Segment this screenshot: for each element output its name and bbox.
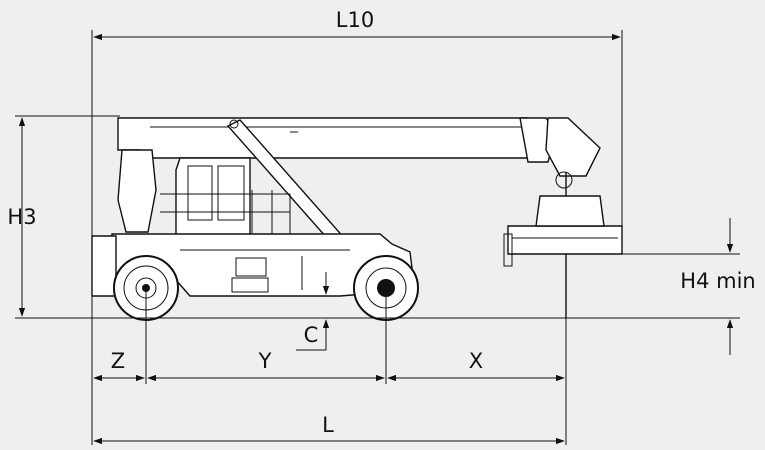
counterweight-tower (117, 149, 157, 233)
label-x: X (469, 349, 483, 373)
rear-bumper (91, 235, 117, 297)
machine-body (91, 117, 623, 321)
operator-cab (175, 157, 251, 236)
label-h4-min: H4 min (680, 269, 755, 293)
guard-rail (160, 190, 291, 240)
dimension-lines (15, 30, 740, 445)
rotator (545, 117, 601, 177)
label-z: Z (111, 349, 125, 373)
label-l: L (322, 413, 334, 437)
label-c: C (304, 323, 319, 347)
boom (117, 117, 535, 159)
label-h3: H3 (7, 205, 36, 229)
label-l10: L10 (336, 8, 374, 32)
label-y: Y (258, 349, 272, 373)
spreader (507, 225, 623, 255)
